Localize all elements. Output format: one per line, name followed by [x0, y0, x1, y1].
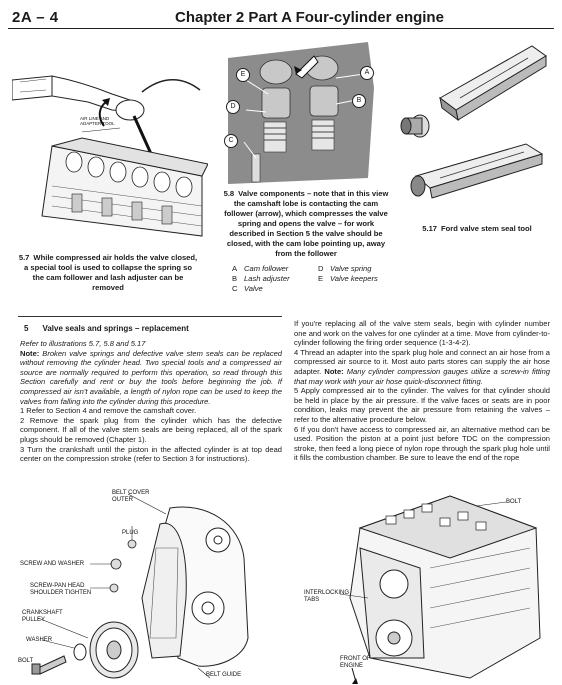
section-title: Valve seals and springs – replacement: [42, 324, 189, 333]
fig58-callout-a: A: [360, 66, 374, 80]
label-bolt: BOLT: [18, 658, 34, 664]
figure-5-8-caption-text: Valve components – note that in this vie…: [224, 189, 389, 258]
step-4: 4 Thread an adapter into the spark plug …: [294, 347, 550, 376]
label-washer: WASHER: [26, 637, 53, 643]
label-front-of-engine: FRONT OF ENGINE: [340, 656, 371, 669]
legend-text: Lash adjuster: [244, 274, 290, 283]
step-5: 5 Apply compressed air to the cylinder. …: [294, 386, 550, 424]
fig58-callout-d: D: [226, 100, 240, 114]
text-column-right: If you're replacing all of the valve ste…: [294, 319, 550, 463]
step-4-note-label: Note:: [324, 366, 344, 376]
figure-5-17-illustration: [400, 45, 547, 199]
label-screw-and-washer: SCREW AND WASHER: [20, 561, 85, 567]
legend-key: D: [318, 264, 324, 273]
label-screw-pan-head: SCREW-PAN HEAD SHOULDER TIGHTEN: [30, 583, 92, 596]
engine-cover-illustration: [339, 495, 541, 684]
legend-key: C: [232, 284, 238, 293]
figure-5-17-number: 5.17: [422, 224, 438, 233]
fig57-label-air-line: AIR LINE AND ADAPTER TOOL: [80, 116, 115, 126]
step-1: 1 Refer to Section 4 and remove the cams…: [20, 406, 197, 416]
figure-5-17-caption-text: Ford valve stem seal tool: [441, 224, 532, 233]
figure-5-8-number: 5.8: [223, 189, 235, 198]
figure-5-7-illustration: [12, 75, 208, 237]
label-belt-cover: BELT COVER OUTER: [112, 490, 150, 503]
legend-text: Cam follower: [244, 264, 289, 273]
figure-5-8-illustration: [218, 38, 378, 184]
fig58-callout-e: E: [236, 68, 250, 82]
section-rule-left: [18, 316, 282, 317]
figure-5-7-number: 5.7: [18, 253, 30, 262]
header-rule: [8, 28, 554, 29]
note-label: Note:: [20, 348, 40, 358]
legend-text: Valve spring: [330, 264, 372, 273]
label-belt-guide: BELT GUIDE: [206, 672, 242, 678]
step-3: 3 Turn the crankshaft until the piston i…: [20, 444, 282, 464]
section-heading: 5 Valve seals and springs – replacement: [24, 324, 189, 333]
legend-text: Valve keepers: [330, 274, 378, 283]
figure-5-7-caption-text: While compressed air holds the valve clo…: [24, 253, 198, 292]
step-4-note: Many cylinder compression gauges utilize…: [294, 366, 550, 386]
fig58-callout-b: B: [352, 94, 366, 108]
step-2: 2 Remove the spark plug from the cylinde…: [20, 415, 282, 444]
legend-key: A: [232, 264, 238, 273]
text-column-left: Refer to illustrations 5.7, 5.8 and 5.17…: [20, 339, 282, 464]
page-section-code: 2A – 4: [12, 9, 59, 26]
legend-key: B: [232, 274, 238, 283]
figure-5-8-legend: A Cam follower D Valve spring B Lash adj…: [232, 264, 382, 294]
note-text: Broken valve springs and defective valve…: [20, 348, 282, 406]
legend-text: Valve: [244, 284, 263, 293]
fig58-callout-c: C: [224, 134, 238, 148]
para-firing-order: If you're replacing all of the valve ste…: [294, 319, 550, 348]
label-interlocking-tabs: INTERLOCKING TABS: [304, 590, 350, 603]
legend-key: E: [318, 274, 324, 283]
section-refer: Refer to illustrations 5.7, 5.8 and 5.17: [20, 339, 146, 348]
page-title: Chapter 2 Part A Four-cylinder engine: [175, 9, 444, 26]
label-crankshaft-pulley: CRANKSHAFT PULLEY: [22, 610, 63, 623]
label-engine-bolt: BOLT: [506, 499, 522, 505]
section-number: 5: [24, 324, 29, 333]
label-plug: PLUG: [122, 530, 139, 536]
timing-belt-cover-illustration: [31, 493, 249, 679]
step-6: 6 If you don't have access to compressed…: [294, 424, 550, 463]
